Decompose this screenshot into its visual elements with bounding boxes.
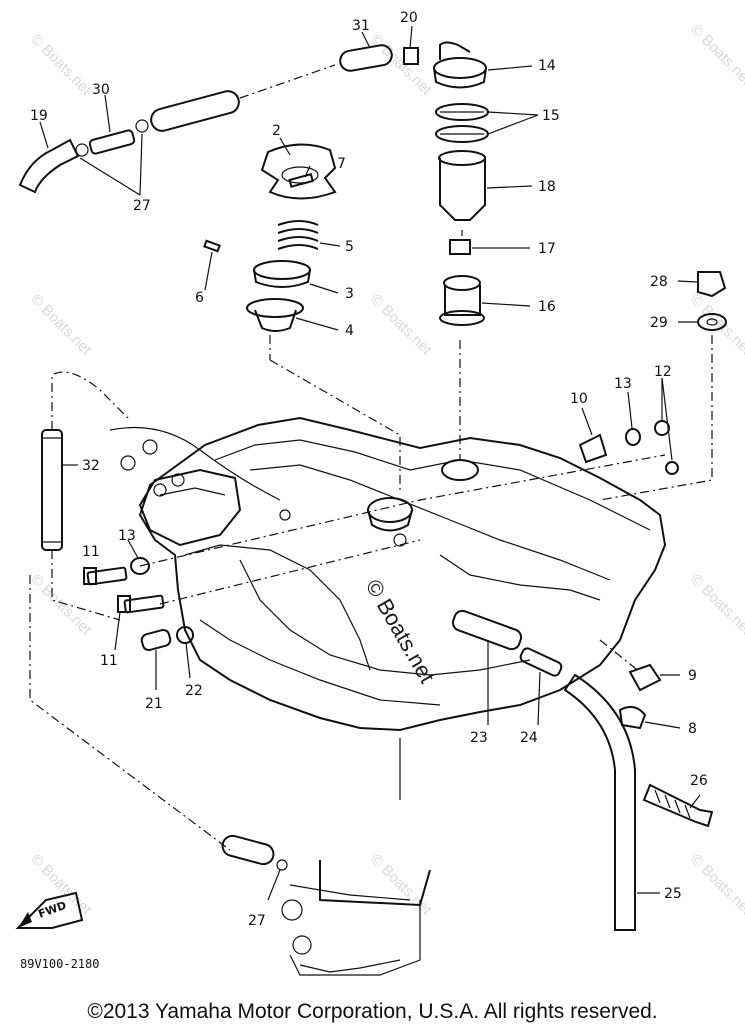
right-side-parts — [451, 271, 727, 931]
callout-17: 17 — [538, 241, 556, 257]
callout-8: 8 — [688, 721, 697, 737]
watermark: © Boats.net — [367, 31, 435, 99]
watermark: © Boats.net — [367, 291, 435, 359]
callout-10: 10 — [570, 391, 588, 407]
copyright-footer: ©2013 Yamaha Motor Corporation, U.S.A. A… — [87, 1000, 658, 1023]
fwd-label: FWD — [37, 899, 68, 921]
fuel-tank — [109, 416, 667, 976]
callout-32: 32 — [82, 458, 100, 474]
callout-18: 18 — [538, 179, 556, 195]
vent-hose-group — [18, 64, 336, 196]
callout-15: 15 — [542, 108, 560, 124]
callout-29: 29 — [650, 315, 668, 331]
filler-cap-assembly — [203, 143, 401, 490]
callout-20: 20 — [400, 10, 418, 26]
callout-11: 11 — [82, 544, 100, 560]
callout-9: 9 — [688, 668, 697, 684]
exploded-parts-diagram: © Boats.net © Boats.net © Boats.net © Bo… — [15, 10, 745, 976]
callout-27: 27 — [248, 913, 266, 929]
watermark: © Boats.net — [687, 21, 745, 89]
callout-28: 28 — [650, 274, 668, 290]
left-side-parts — [29, 371, 666, 871]
watermark: © Boats.net — [687, 291, 745, 359]
callout-14: 14 — [538, 58, 556, 74]
fuel-pump-assembly — [339, 41, 489, 460]
callout-24: 24 — [520, 730, 538, 746]
callout-2: 2 — [272, 123, 281, 139]
callout-11: 11 — [100, 653, 118, 669]
callout-27: 27 — [133, 198, 151, 214]
watermark: © Boats.net — [27, 291, 95, 359]
watermark: © Boats.net — [687, 851, 745, 919]
tank-watermark: © Boats.net — [361, 575, 440, 687]
callout-16: 16 — [538, 299, 556, 315]
callout-26: 26 — [690, 773, 708, 789]
watermark-group: © Boats.net © Boats.net © Boats.net © Bo… — [27, 21, 745, 919]
callout-30: 30 — [92, 82, 110, 98]
watermark: © Boats.net — [687, 571, 745, 639]
callout-23: 23 — [470, 730, 488, 746]
callout-5: 5 — [345, 239, 354, 255]
callout-7: 7 — [337, 156, 346, 172]
callout-25: 25 — [664, 886, 682, 902]
callout-13: 13 — [614, 376, 632, 392]
callout-13: 13 — [118, 528, 136, 544]
callout-3: 3 — [345, 286, 354, 302]
drawing-code: 89V100-2180 — [20, 957, 99, 971]
callout-4: 4 — [345, 323, 354, 339]
callout-22: 22 — [185, 683, 203, 699]
watermark: © Boats.net — [27, 571, 95, 639]
callout-12: 12 — [654, 364, 672, 380]
watermark: © Boats.net — [27, 31, 95, 99]
callout-6: 6 — [195, 290, 204, 306]
callout-21: 21 — [145, 696, 163, 712]
callouts: 31 20 14 15 18 17 16 28 29 30 19 27 — [30, 10, 708, 929]
callout-31: 31 — [352, 18, 370, 34]
callout-19: 19 — [30, 108, 48, 124]
